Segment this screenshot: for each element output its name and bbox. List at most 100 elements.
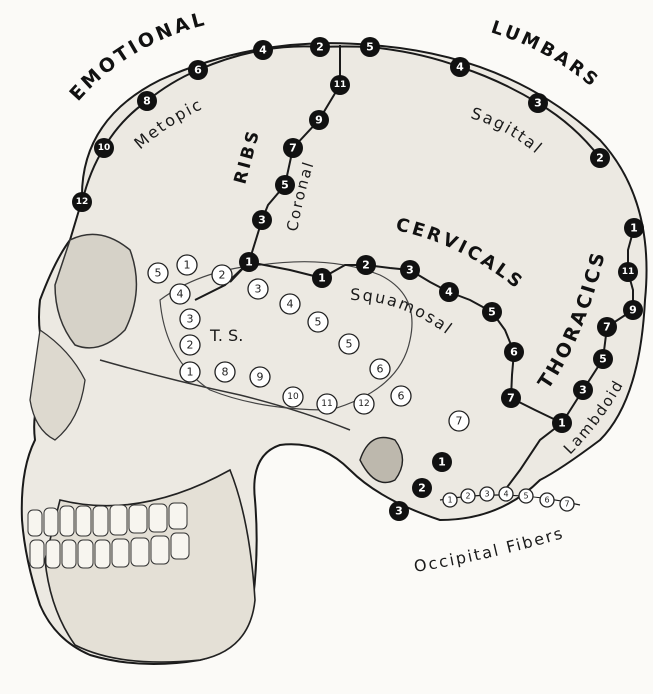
- black-marker-number: 7: [603, 321, 611, 334]
- white-marker-13: 6: [370, 359, 390, 379]
- black-marker-number: 3: [579, 384, 587, 397]
- white-marker-12: 5: [339, 334, 359, 354]
- white-marker-number: 3: [255, 283, 262, 296]
- black-marker-10: 11: [330, 75, 350, 95]
- black-marker-32: 3: [389, 501, 409, 521]
- white-marker-8: 1: [180, 362, 200, 382]
- black-marker-number: 10: [98, 143, 111, 153]
- white-marker-2: 2: [212, 265, 232, 285]
- black-marker-number: 1: [558, 417, 566, 430]
- white-marker-4: 3: [248, 279, 268, 299]
- white-marker-number: 5: [523, 492, 528, 501]
- white-marker-6: 3: [180, 309, 200, 329]
- black-marker-number: 6: [510, 346, 518, 359]
- white-marker-number: 6: [377, 363, 384, 376]
- occipital-fibers-label: Occipital Fibers: [412, 523, 566, 576]
- white-marker-15: 10: [283, 387, 303, 407]
- black-marker-4: 10: [94, 138, 114, 158]
- black-marker-7: 4: [450, 57, 470, 77]
- black-marker-number: 5: [281, 179, 289, 192]
- white-marker-number: 1: [447, 496, 452, 505]
- white-marker-16: 11: [317, 394, 337, 414]
- black-marker-19: 4: [439, 282, 459, 302]
- black-marker-number: 8: [143, 95, 151, 108]
- white-marker-number: 6: [544, 496, 549, 505]
- ts-label: T. S.: [209, 326, 243, 345]
- white-marker-number: 8: [222, 366, 229, 379]
- black-marker-23: 1: [624, 218, 644, 238]
- white-marker-24: 6: [540, 493, 554, 507]
- black-marker-number: 7: [289, 142, 297, 155]
- white-marker-22: 4: [499, 487, 513, 501]
- white-marker-21: 3: [480, 487, 494, 501]
- black-marker-17: 2: [356, 255, 376, 275]
- black-marker-number: 1: [318, 272, 326, 285]
- black-marker-2: 6: [188, 60, 208, 80]
- black-marker-number: 4: [259, 44, 267, 57]
- white-marker-number: 4: [177, 288, 184, 301]
- white-marker-7: 2: [180, 335, 200, 355]
- black-marker-26: 7: [597, 317, 617, 337]
- black-marker-0: 2: [310, 37, 330, 57]
- black-marker-number: 2: [316, 41, 324, 54]
- white-marker-number: 5: [346, 338, 353, 351]
- white-marker-5: 4: [280, 294, 300, 314]
- black-marker-number: 9: [315, 114, 323, 127]
- white-marker-number: 9: [257, 371, 264, 384]
- white-marker-14: 6: [391, 386, 411, 406]
- white-marker-number: 3: [484, 490, 489, 499]
- black-marker-number: 7: [507, 392, 515, 405]
- black-marker-number: 3: [406, 264, 414, 277]
- black-marker-number: 3: [395, 505, 403, 518]
- white-marker-number: 10: [287, 392, 299, 402]
- white-marker-9: 8: [215, 362, 235, 382]
- white-marker-number: 3: [187, 313, 194, 326]
- white-marker-number: 2: [219, 269, 226, 282]
- white-marker-18: 7: [449, 411, 469, 431]
- white-marker-0: 5: [148, 263, 168, 283]
- black-marker-number: 12: [76, 197, 89, 207]
- black-marker-5: 12: [72, 192, 92, 212]
- white-marker-number: 11: [321, 399, 332, 409]
- black-marker-6: 5: [360, 37, 380, 57]
- white-marker-number: 12: [358, 399, 369, 409]
- black-marker-30: 1: [432, 452, 452, 472]
- white-marker-1: 1: [177, 255, 197, 275]
- black-marker-number: 1: [245, 256, 253, 269]
- white-marker-25: 7: [560, 497, 574, 511]
- black-marker-number: 5: [599, 353, 607, 366]
- white-marker-11: 5: [308, 312, 328, 332]
- white-marker-number: 6: [398, 390, 405, 403]
- white-marker-number: 7: [564, 500, 569, 509]
- black-marker-12: 7: [283, 138, 303, 158]
- white-marker-number: 5: [315, 316, 322, 329]
- black-marker-11: 9: [309, 110, 329, 130]
- black-marker-21: 6: [504, 342, 524, 362]
- black-marker-number: 6: [194, 64, 202, 77]
- black-marker-number: 11: [334, 80, 347, 90]
- black-marker-number: 11: [622, 267, 635, 277]
- black-marker-18: 3: [400, 260, 420, 280]
- black-marker-25: 9: [623, 300, 643, 320]
- white-marker-19: 1: [443, 493, 457, 507]
- white-marker-number: 5: [155, 267, 162, 280]
- black-marker-3: 8: [137, 91, 157, 111]
- white-marker-3: 4: [170, 284, 190, 304]
- white-marker-number: 4: [287, 298, 294, 311]
- white-marker-number: 4: [503, 490, 508, 499]
- black-marker-24: 11: [618, 262, 638, 282]
- white-marker-number: 2: [465, 492, 470, 501]
- black-marker-15: 1: [239, 252, 259, 272]
- black-marker-number: 3: [258, 214, 266, 227]
- black-marker-9: 2: [590, 148, 610, 168]
- black-marker-28: 3: [573, 380, 593, 400]
- black-marker-14: 3: [252, 210, 272, 230]
- black-marker-31: 2: [412, 478, 432, 498]
- white-marker-23: 5: [519, 489, 533, 503]
- black-marker-number: 2: [362, 259, 370, 272]
- white-marker-number: 1: [187, 366, 194, 379]
- black-marker-number: 1: [630, 222, 638, 235]
- black-marker-22: 7: [501, 388, 521, 408]
